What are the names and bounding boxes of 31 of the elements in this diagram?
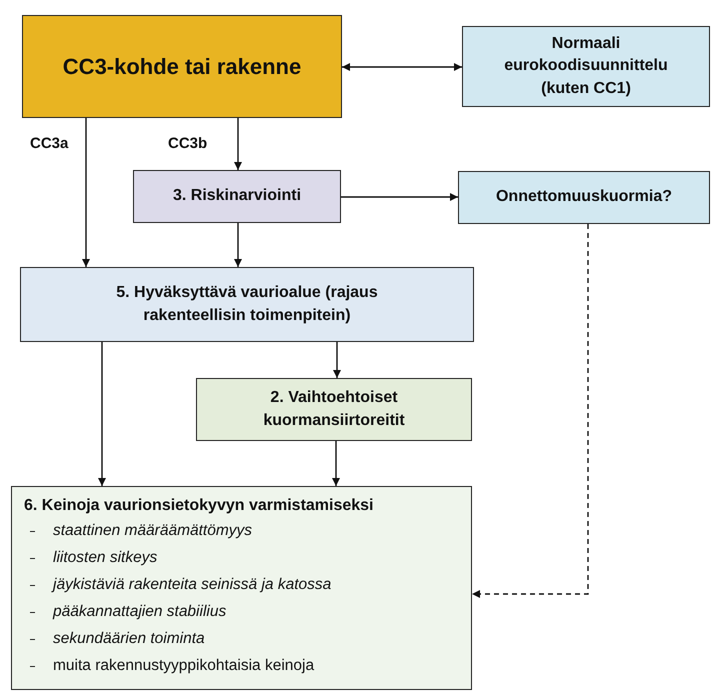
list-item: jäykistäviä rakenteita seinissä ja katossa (53, 576, 332, 594)
process-box (22, 15, 342, 118)
arrow (342, 63, 462, 71)
process-box (20, 267, 474, 342)
edge-label: CC3a (30, 135, 68, 152)
list-item: staattinen määräämättömyys (53, 522, 252, 540)
arrow (234, 118, 242, 170)
box-label: 2. Vaihtoehtoiset kuormansiirtoreitit (262, 388, 406, 430)
box-label: 3. Riskinarviointi (172, 186, 302, 206)
box-label: Onnettomuuskuormia? (496, 187, 672, 208)
arrow (472, 224, 589, 598)
list-item: sekundäärien toiminta (53, 630, 205, 648)
process-box (11, 486, 472, 690)
process-box (196, 378, 472, 441)
list-item: liitosten sitkeys (53, 549, 158, 567)
list-item: pääkannattajien stabiilius (53, 603, 226, 621)
arrow (341, 193, 458, 201)
process-box (133, 170, 341, 223)
process-box (458, 171, 710, 224)
box-label: Normaali eurokoodisuunnittelu (kuten CC1) (503, 34, 669, 99)
edge-label: CC3b (168, 135, 208, 152)
process-box (462, 26, 710, 107)
box-title: CC3-kohde tai rakenne (62, 54, 302, 80)
list-item: muita rakennustyyppikohtaisia keinoja (53, 657, 314, 675)
arrow (98, 342, 106, 486)
arrow (82, 118, 90, 267)
arrow (332, 441, 340, 486)
box-label: 5. Hyväksyttävä vaurioalue (rajaus rakenteellisin toimenpitein) (115, 283, 379, 326)
arrow (333, 342, 341, 378)
arrow (234, 223, 242, 267)
box-heading: 6. Keinoja vaurionsietokyvyn varmistamiseksi (24, 496, 374, 514)
